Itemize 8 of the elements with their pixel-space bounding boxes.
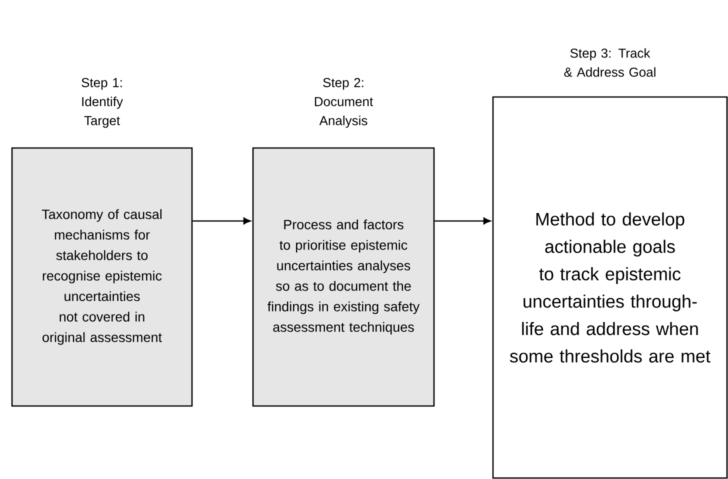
step-heading: Step 2: Document Analysis: [314, 78, 374, 128]
process-box: Process and factors to prioritise epistemic uncertainties analyses so as to document the findings in existing safety assessment techniques: [252, 147, 435, 407]
arrow: [434, 218, 491, 224]
process-box: Taxonomy of causal mechanisms for stakeholders to recognise epistemic uncertainties not covered in original assessment: [11, 147, 193, 407]
arrow: [192, 218, 251, 224]
process-box: Method to develop actionable goals to track epistemic uncertainties through-life and address when some thresholds are met: [492, 96, 728, 479]
step-heading: Step 3: Track & Address Goal: [564, 48, 656, 77]
step-heading: Step 1: Identify Target: [82, 78, 123, 128]
